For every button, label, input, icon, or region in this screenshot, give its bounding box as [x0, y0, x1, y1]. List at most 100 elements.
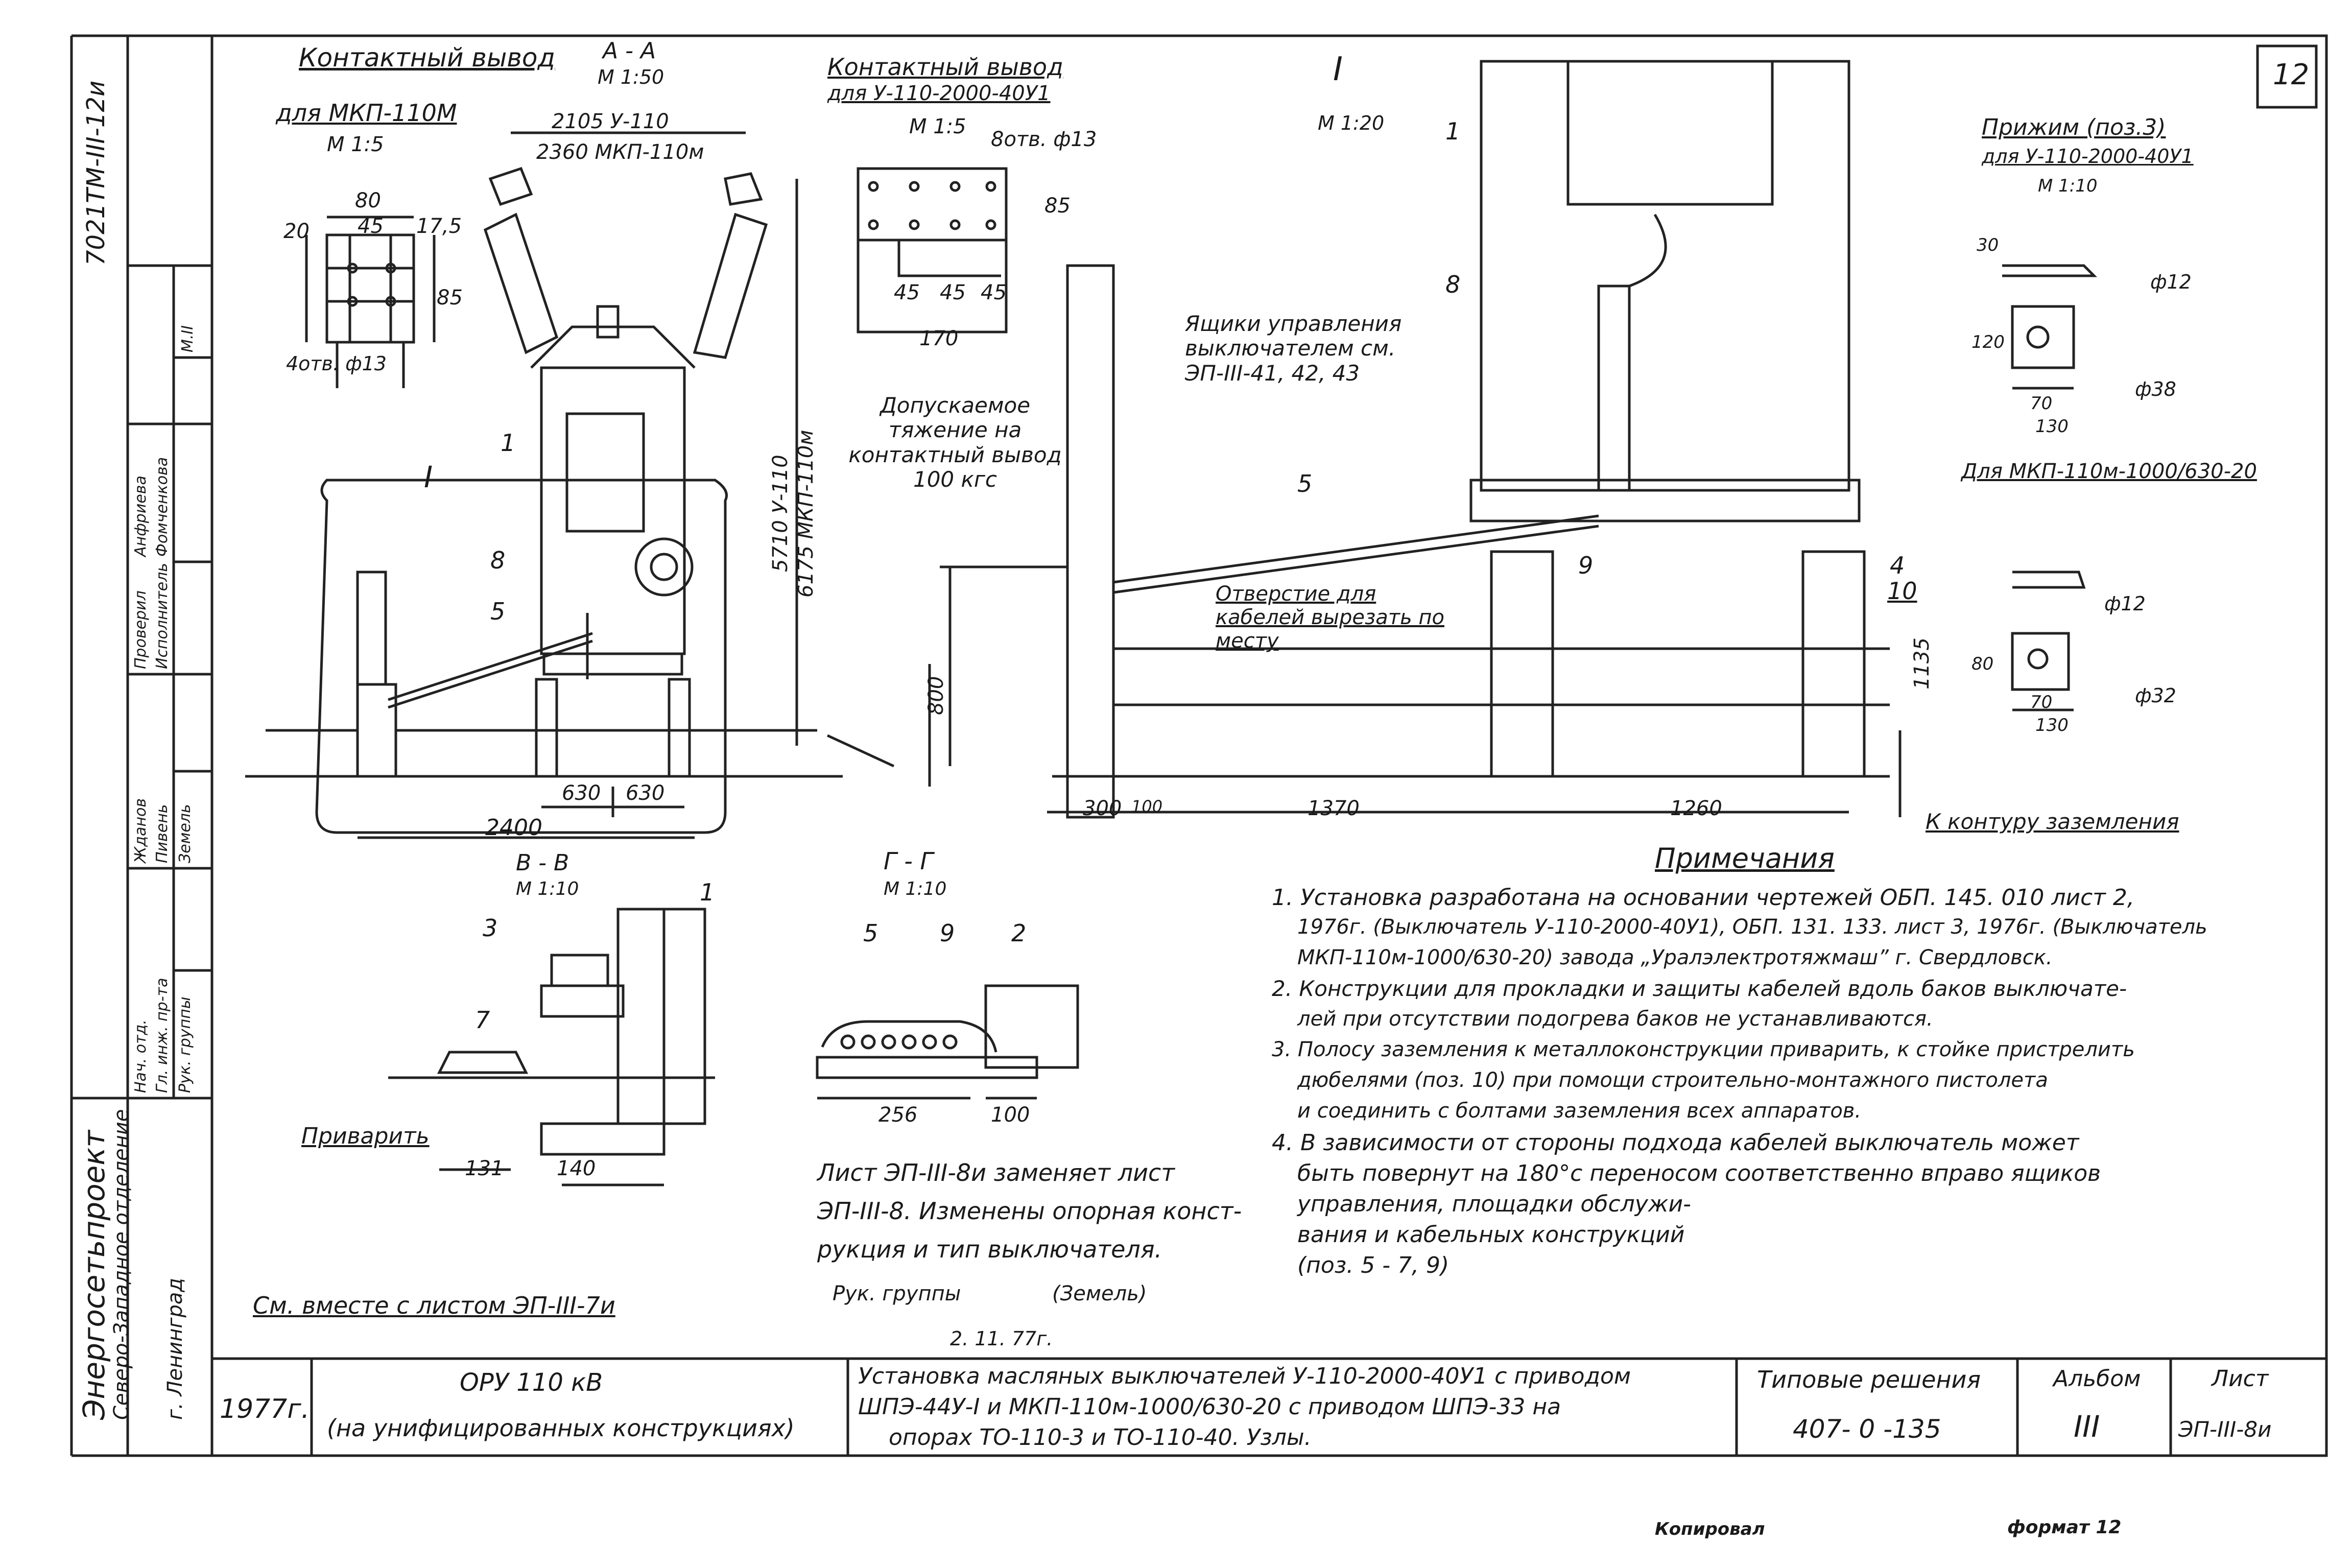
contact-mkp-drawing: [305, 216, 436, 388]
view-i-scale: М 1:20: [1318, 112, 1385, 134]
view-i-title: I: [1333, 51, 1343, 88]
title-year: 1977г.: [220, 1394, 310, 1424]
stamp-name-4: Анфриева: [132, 476, 150, 557]
title-album: III: [2074, 1409, 2100, 1444]
note-line-3: МКП-110м-1000/630-20) завода „Уралэлектр…: [1297, 946, 2053, 969]
section-aa-drawing: [245, 131, 895, 839]
footer-format: формат 12: [2007, 1517, 2122, 1538]
clamp-scale: М 1:10: [2038, 176, 2098, 196]
stamp-role-2: Гл. инж. пр-та: [153, 978, 171, 1093]
boxes-callout: Ящики управления выключателем см. ЭП-III…: [1185, 311, 1402, 386]
clamp-alt: Для МКП-110м-1000/630-20: [1961, 460, 2257, 483]
dim-100-b: 100: [991, 1103, 1030, 1127]
title-object-sub: (на унифицированных конструкциях): [327, 1414, 795, 1442]
dim-120: 120: [1971, 332, 2005, 352]
pos-9-b: 9: [940, 919, 955, 947]
stamp-role-5: Исполнитель: [153, 563, 171, 669]
dim-1370: 1370: [1308, 797, 1360, 820]
weld-callout: Приварить: [301, 1123, 430, 1149]
pos-5-c: 5: [863, 919, 878, 947]
pos-8-a: 8: [490, 547, 506, 574]
replace-note-line-3: рукция и тип выключателя.: [817, 1236, 1162, 1263]
ground-callout: К контуру заземления: [1926, 809, 2179, 834]
title-object: ОРУ 110 кВ: [460, 1368, 603, 1397]
title-typical-code: 407- 0 -135: [1793, 1414, 1941, 1444]
dim-45-u3: 45: [981, 281, 1007, 304]
pos-5-b: 5: [1297, 470, 1313, 497]
dim-45-a: 45: [358, 215, 384, 238]
contact-u110-scale: М 1:5: [909, 115, 966, 138]
dim-80: 80: [355, 189, 381, 212]
sheet-frame: [70, 34, 2328, 1457]
dim-630-b: 630: [626, 781, 665, 805]
section-gg-drawing: [816, 984, 1079, 1100]
stamp-name-1: Жданов: [132, 798, 150, 863]
dim-85-u: 85: [1044, 194, 1071, 218]
phi-32: ф32: [2135, 684, 2176, 707]
sheet-number: 12: [2273, 58, 2310, 91]
note-line-5: лей при отсутствии подогрева баков не ус…: [1297, 1007, 1933, 1031]
note-line-1: 1. Установка разработана на основании че…: [1272, 885, 2134, 911]
dim-45-u1: 45: [894, 281, 920, 304]
section-vv-drawing: [388, 908, 715, 1186]
phi-38: ф38: [2135, 378, 2176, 400]
section-aa-scale: М 1:50: [598, 66, 664, 88]
group-head: Рук. группы: [833, 1282, 961, 1305]
cable-hole-callout: Отверстие для кабелей вырезать по месту: [1216, 582, 1444, 653]
dim-85: 85: [437, 286, 463, 310]
stamp-name-5: Фомченкова: [153, 457, 171, 557]
dim-5710: 5710 У-110: [769, 455, 792, 572]
dim-630-a: 630: [562, 781, 601, 805]
pos-9-a: 9: [1578, 552, 1594, 579]
pos-10: 10: [1887, 577, 1917, 605]
pos-1-a: 1: [501, 429, 516, 457]
tension-callout: Допускаемое тяжение на контактный вывод …: [848, 393, 1062, 492]
title-desc-2: ШПЭ-44У-I и МКП-110м-1000/630-20 с приво…: [858, 1394, 1561, 1420]
pos-1-b: 1: [1445, 117, 1461, 145]
holes-mkp: 4отв. ф13: [286, 352, 387, 375]
view-i-marker: I: [424, 460, 433, 494]
section-vv-title: В - В: [516, 850, 569, 876]
phi-12-b: ф12: [2104, 592, 2146, 615]
section-gg-title: Г - Г: [884, 847, 934, 875]
pos-8-b: 8: [1445, 271, 1461, 298]
stamp-city: г. Ленинград: [163, 1277, 187, 1420]
stamp-role-4: Проверил: [132, 590, 150, 669]
note-line-4: 2. Конструкции для прокладки и защиты ка…: [1272, 976, 2127, 1001]
stamp-role-1: Нач. отд.: [132, 1019, 150, 1093]
dim-2400: 2400: [485, 815, 542, 841]
see-also: См. вместе с листом ЭП-III-7и: [253, 1292, 615, 1319]
stamp-name-3: Земель: [176, 804, 194, 863]
dim-2105: 2105 У-110: [552, 110, 669, 133]
dim-2360: 2360 МКП-110м: [536, 140, 704, 164]
title-sheet: ЭП-III-8и: [2178, 1417, 2272, 1442]
stamp-name-2: Пивень: [153, 804, 171, 864]
section-vv-scale: М 1:10: [516, 878, 579, 899]
dim-45-u2: 45: [940, 281, 966, 304]
title-typical: Типовые решения: [1757, 1366, 1981, 1393]
title-sheet-label: Лист: [2212, 1366, 2269, 1392]
replace-note-line-1: Лист ЭП-III-8и заменяет лист: [817, 1159, 1175, 1186]
contact-u110-drawing: [857, 167, 1008, 334]
date-sign: 2. 11. 77г.: [950, 1327, 1053, 1350]
dim-70-a: 70: [2030, 393, 2053, 414]
contact-u110-subtitle: для У-110-2000-40У1: [827, 82, 1051, 105]
pos-1-c: 1: [700, 878, 715, 906]
footer-copied: Копировал: [1655, 1519, 1765, 1539]
phi-12-a: ф12: [2150, 271, 2192, 293]
stamp-sheet-m: М.II: [179, 325, 197, 352]
stamp-branch: Северо-Западное отделение: [110, 1109, 133, 1420]
contact-mkp-title: Контактный вывод: [299, 43, 556, 73]
note-line-6: 3. Полосу заземления к металлоконструкци…: [1272, 1038, 2135, 1061]
dim-6175: 6175 МКП-110м: [794, 430, 818, 598]
note-line-10: быть повернут на 180°с переносом соответ…: [1297, 1160, 2101, 1186]
note-line-9: 4. В зависимости от стороны подхода кабе…: [1272, 1130, 2079, 1156]
contact-u110-title: Контактный вывод: [827, 53, 1063, 81]
section-gg-scale: М 1:10: [884, 878, 947, 899]
dim-1260: 1260: [1670, 797, 1722, 820]
note-line-2: 1976г. (Выключатель У-110-2000-40У1), ОБ…: [1297, 915, 2207, 939]
note-line-12: вания и кабельных конструкций: [1297, 1222, 1685, 1248]
contact-mkp-scale: М 1:5: [327, 133, 384, 156]
doc-code: 7021ТМ-III-12и: [82, 80, 110, 266]
